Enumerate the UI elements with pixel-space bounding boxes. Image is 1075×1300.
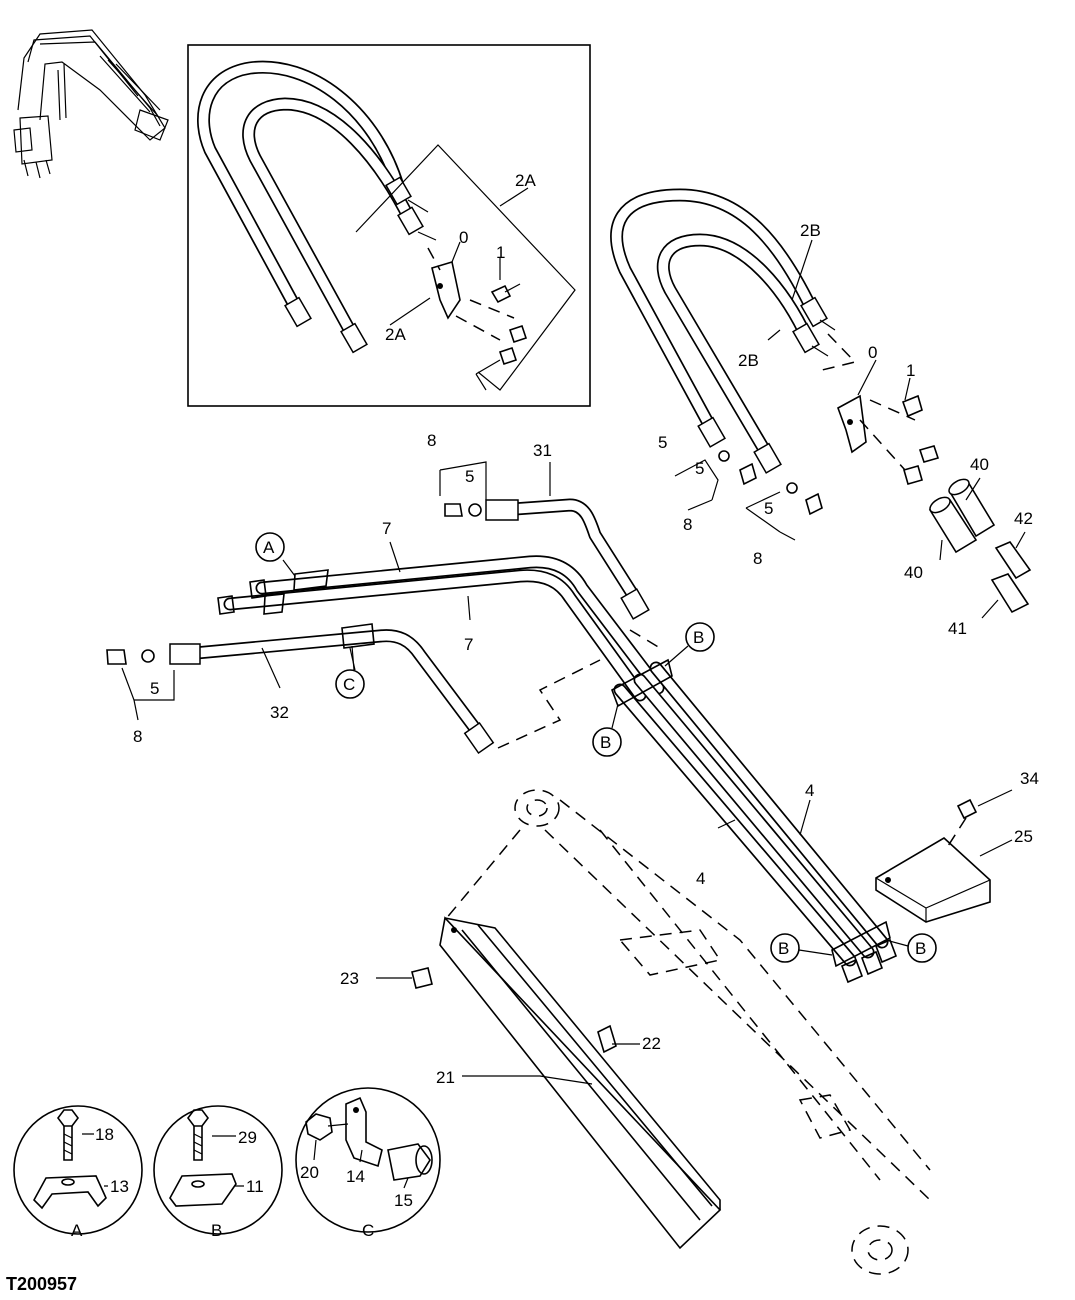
detail-circle-A: 18 13 A: [13, 1105, 143, 1240]
circle-callout-B-lower-left: [770, 933, 800, 963]
callout-4-lower: 4: [696, 869, 705, 888]
callout-18: 18: [95, 1125, 114, 1144]
callout-21: 21: [436, 1068, 455, 1087]
circle-label-B-3: B: [778, 939, 789, 958]
callout-2B-upper: 2B: [800, 221, 821, 240]
callout-25: 25: [1014, 827, 1033, 846]
circle-label-B-1: B: [693, 628, 704, 647]
callout-8-b: 8: [753, 549, 762, 568]
callout-5-e: 5: [150, 679, 159, 698]
circle-label-B-4: B: [915, 939, 926, 958]
callout-7-lower: 7: [464, 635, 473, 654]
tubes-7: 7 7: [217, 519, 665, 702]
circle-callout-B-lower-right: [907, 933, 937, 963]
callout-0-inset: 0: [459, 228, 468, 247]
detail-label-C: C: [362, 1221, 374, 1240]
callout-2B-lower: 2B: [738, 351, 759, 370]
callout-34: 34: [1020, 769, 1039, 788]
circle-callout-C: [335, 669, 365, 699]
circle-callout-B-upper-right: [685, 622, 715, 652]
inset-detail-box: 2A 0 1 2A: [187, 44, 591, 407]
callout-2A-upper: 2A: [515, 171, 536, 190]
callout-5-a: 5: [658, 433, 667, 452]
callout-32: 32: [270, 703, 289, 722]
callout-7-upper: 7: [382, 519, 391, 538]
callout-31: 31: [533, 441, 552, 460]
callout-15: 15: [394, 1191, 413, 1210]
circle-callout-B-middle: [592, 727, 622, 757]
tube-31: 8 5 31: [427, 431, 650, 620]
callout-42: 42: [1014, 509, 1033, 528]
detail-label-A: A: [71, 1221, 83, 1240]
callout-14: 14: [346, 1167, 365, 1186]
detail-label-B: B: [211, 1221, 222, 1240]
fittings-group-right: 5 5 8 5 8: [658, 433, 823, 568]
callout-40-upper: 40: [970, 455, 989, 474]
circle-label-C: C: [343, 675, 355, 694]
callout-20: 20: [300, 1163, 319, 1182]
circle-label-A: A: [263, 538, 275, 557]
circle-callout-A: [255, 532, 285, 562]
callout-5-b: 5: [695, 459, 704, 478]
callout-0-main: 0: [868, 343, 877, 362]
tube-32: 5 8 32: [106, 623, 495, 755]
guard-21: 22 21 23: [340, 916, 722, 1250]
machine-locator-thumbnail: [13, 29, 169, 179]
callout-5-d: 5: [465, 467, 474, 486]
callout-2A-lower: 2A: [385, 325, 406, 344]
circle-callouts: A B B C B B: [255, 532, 937, 963]
routing-dashed-lines: [497, 629, 661, 749]
callout-23: 23: [340, 969, 359, 988]
callout-5-c: 5: [764, 499, 773, 518]
tubes-4: 4 4: [611, 658, 898, 984]
detail-circle-C: 20 14 15 C: [295, 1087, 441, 1240]
callout-1-inset: 1: [496, 243, 505, 262]
callout-40-lower: 40: [904, 563, 923, 582]
callout-41: 41: [948, 619, 967, 638]
callout-29: 29: [238, 1128, 257, 1147]
callout-22: 22: [642, 1034, 661, 1053]
circle-label-B-2: B: [600, 733, 611, 752]
detail-circle-B: 29 11 B: [153, 1105, 283, 1240]
callout-4-upper: 4: [805, 781, 814, 800]
callout-8-c: 8: [427, 431, 436, 450]
boom-cylinder-outline: [444, 789, 931, 1275]
boom-hoses-2B: 2B 2B 0 1 40 40 42 41: [610, 188, 1033, 638]
figure-id: T200957: [6, 1274, 77, 1294]
callout-8-a: 8: [683, 515, 692, 534]
callout-1-main: 1: [906, 361, 915, 380]
callout-8-d: 8: [133, 727, 142, 746]
plate-25: 34 25: [875, 769, 1039, 923]
callout-11: 11: [246, 1177, 264, 1196]
callout-13: 13: [110, 1177, 129, 1196]
